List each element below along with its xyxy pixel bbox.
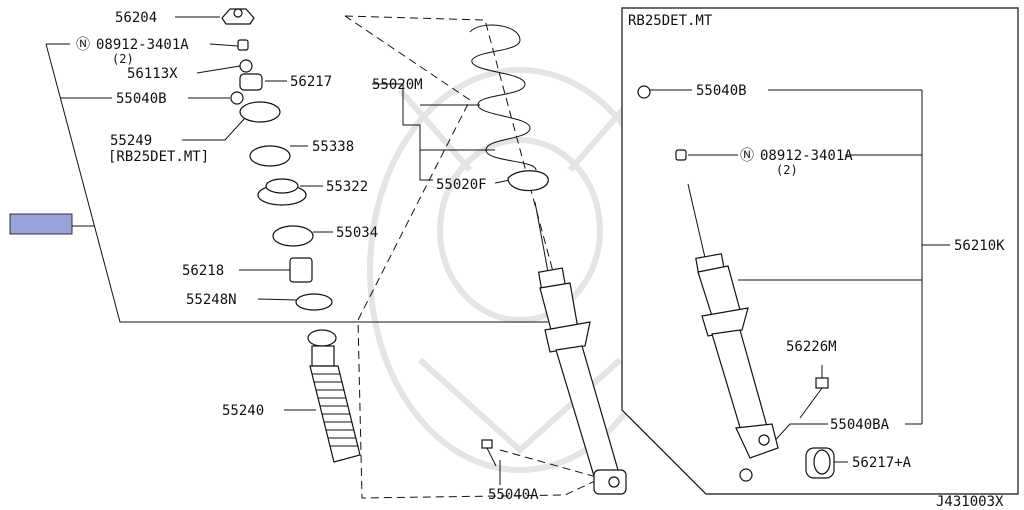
inset-title: RB25DET.MT <box>628 13 713 29</box>
diagram-code: J431003X <box>936 494 1004 510</box>
part-55020m-coil-spring <box>469 24 549 192</box>
part-labels: 56204 Ⓝ 08912-3401A (2) 56113X 56217 550… <box>76 10 1005 510</box>
label-55249-note: [RB25DET.MT] <box>108 149 209 165</box>
part-washer <box>239 59 253 73</box>
inset-panel <box>621 7 1019 495</box>
label-55034[interactable]: 55034 <box>336 225 378 241</box>
n-circle-icon: Ⓝ <box>740 148 754 164</box>
label-55322[interactable]: 55322 <box>326 179 368 195</box>
label-inset-08912-qty: (2) <box>776 163 798 177</box>
label-55020f[interactable]: 55020F <box>436 177 487 193</box>
part-56204-mount-cap <box>221 8 255 25</box>
part-56218-bumper <box>289 257 313 283</box>
label-55040b[interactable]: 55040B <box>116 91 167 107</box>
part-55338-seat <box>249 145 291 167</box>
label-55020m[interactable]: 55020M <box>372 77 423 93</box>
part-55040a-bolt <box>481 439 497 467</box>
label-56217[interactable]: 56217 <box>290 74 332 90</box>
part-56217a-bushing <box>805 447 835 479</box>
label-56217a[interactable]: 56217+A <box>852 455 912 471</box>
label-inset-55040b[interactable]: 55040B <box>696 83 747 99</box>
label-08912-qty: (2) <box>112 52 134 66</box>
part-nut <box>237 39 249 51</box>
part-55249-plate <box>239 101 281 123</box>
label-55338[interactable]: 55338 <box>312 139 354 155</box>
label-55249[interactable]: 55249 <box>110 133 152 149</box>
label-08912-3401a[interactable]: 08912-3401A <box>96 37 189 53</box>
parts-left-column <box>221 8 361 463</box>
part-56217-bushing <box>239 73 263 91</box>
label-55240[interactable]: 55240 <box>222 403 264 419</box>
label-55040a[interactable]: 55040A <box>488 487 539 503</box>
label-56226m[interactable]: 56226M <box>786 339 837 355</box>
label-56210k[interactable]: 56210K <box>954 238 1005 254</box>
dashed-group-outline <box>344 15 609 499</box>
part-55020f-seat <box>507 170 549 192</box>
inset-bracket <box>650 89 950 463</box>
part-55240-boot <box>307 329 361 463</box>
part-55322-mount <box>257 178 307 206</box>
n-circle-icon: Ⓝ <box>76 37 90 53</box>
label-inset-08912-3401a[interactable]: 08912-3401A <box>760 148 853 164</box>
part-nut-55040b <box>230 91 244 105</box>
shock-absorber-left <box>481 201 627 495</box>
label-55040ba[interactable]: 55040BA <box>830 417 890 433</box>
label-56113x[interactable]: 56113X <box>127 66 178 82</box>
part-56226m-bolt <box>799 377 829 419</box>
part-55248n-plate <box>295 293 333 311</box>
part-55034-rubber-seat <box>272 225 314 247</box>
label-56204[interactable]: 56204 <box>115 10 157 26</box>
leader-lines <box>175 16 511 485</box>
upper-mount-group-bracket <box>45 43 548 323</box>
label-55248n[interactable]: 55248N <box>186 292 237 308</box>
selected-part-highlight[interactable] <box>9 213 73 235</box>
inset-shock-absorber <box>637 85 835 482</box>
label-56218[interactable]: 56218 <box>182 263 224 279</box>
